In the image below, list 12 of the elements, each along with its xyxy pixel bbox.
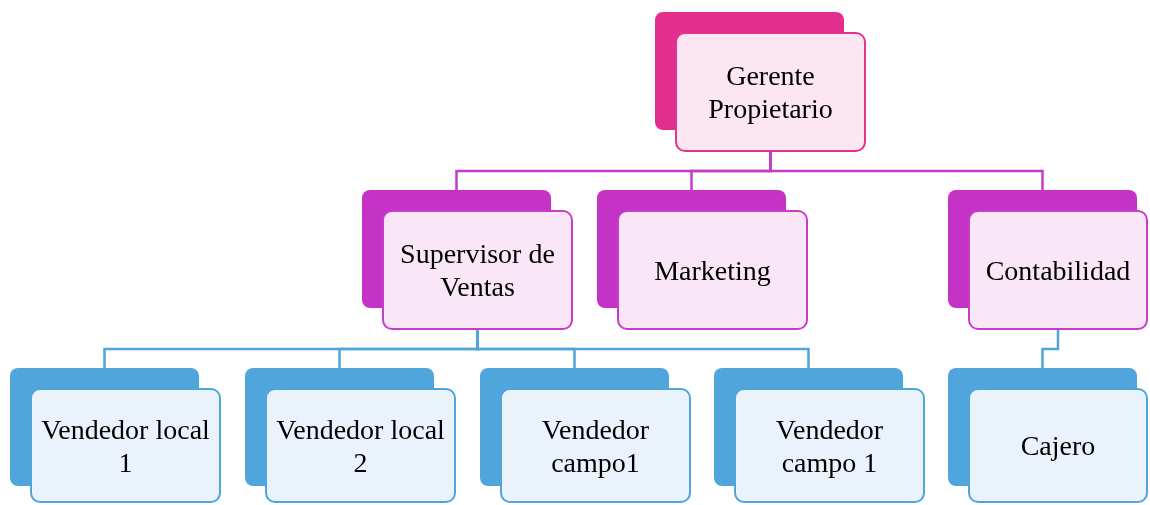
node-label: Vendedor campo 1 bbox=[774, 412, 885, 479]
node-label: Vendedor campo1 bbox=[540, 412, 651, 479]
node-label: Cajero bbox=[1020, 429, 1096, 462]
node-label: Gerente Propietario bbox=[707, 59, 834, 125]
node-label: Vendedor local 2 bbox=[275, 412, 446, 479]
node-label: Marketing bbox=[654, 253, 771, 287]
connector-line bbox=[1041, 330, 1060, 368]
node-label: Contabilidad bbox=[985, 253, 1131, 287]
node-label: Supervisor de Ventas bbox=[399, 237, 556, 303]
connector-line bbox=[476, 330, 810, 368]
node-label: Vendedor local 1 bbox=[40, 412, 211, 479]
connector-line bbox=[769, 152, 1044, 190]
